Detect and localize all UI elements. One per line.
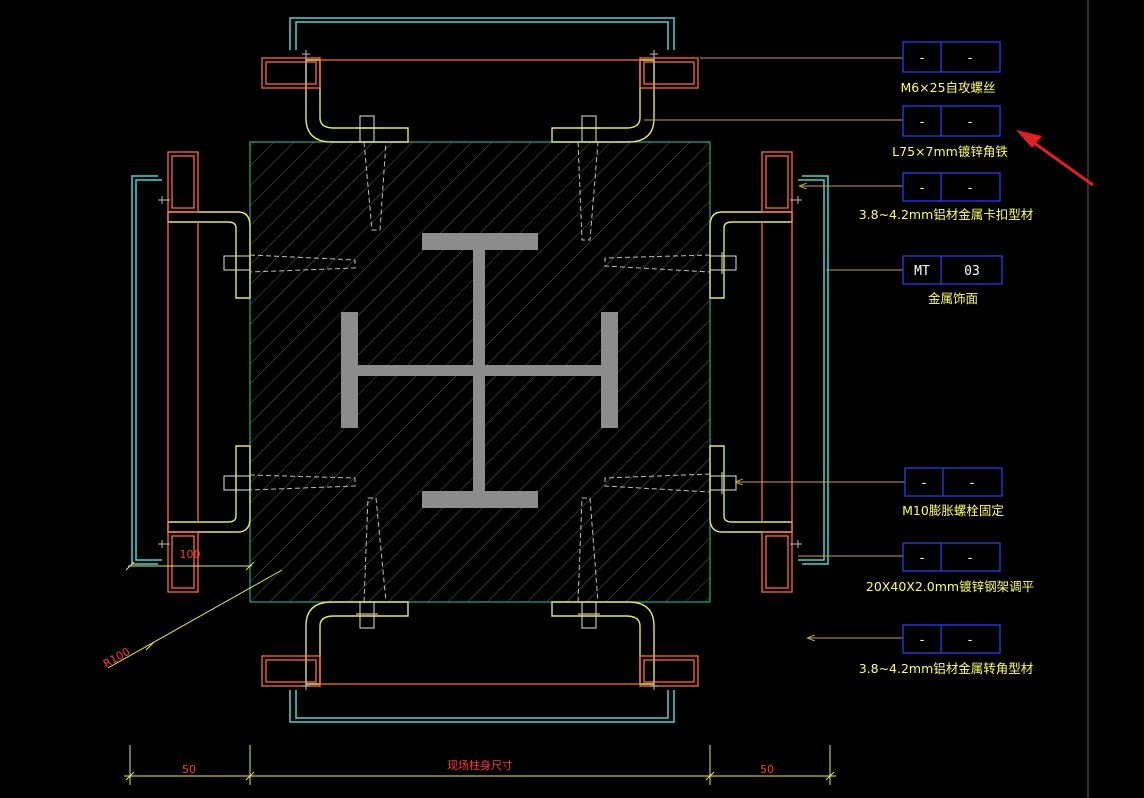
callout-3-num: - — [966, 181, 974, 196]
callout-4-num: 03 — [964, 264, 980, 279]
self-tapping-screws — [158, 50, 802, 690]
callout-2-code: - — [918, 115, 926, 130]
callout-6-label: 20X40X2.0mm镀锌钢架调平 — [866, 579, 1034, 594]
callout-7-code: - — [918, 633, 926, 648]
callout-5-code: - — [920, 476, 928, 491]
dimension-lines — [107, 561, 836, 785]
dim-right-offset: 50 — [760, 763, 774, 776]
callout-6: - - 20X40X2.0mm镀锌钢架调平 — [866, 542, 1034, 594]
callout-7-label: 3.8~4.2mm铝材金属转角型材 — [859, 661, 1034, 676]
callout-2: - - L75×7mm镀锌角铁 — [892, 105, 1008, 159]
callout-4-label: 金属饰面 — [928, 291, 978, 306]
h-steel-section — [341, 233, 618, 508]
callout-3-code: - — [918, 181, 926, 196]
callout-1-code: - — [918, 51, 926, 66]
angle-steel — [167, 59, 793, 685]
callout-1: - - M6×25自攻螺丝 — [900, 41, 1001, 95]
dim-column-size: 现场柱身尺寸 — [447, 758, 513, 772]
callout-6-num: - — [966, 551, 974, 566]
callout-7: - - 3.8~4.2mm铝材金属转角型材 — [859, 624, 1034, 676]
callout-3: - - 3.8~4.2mm铝材金属卡扣型材 — [859, 172, 1034, 222]
dim-radius: R100 — [101, 645, 132, 671]
callout-1-label: M6×25自攻螺丝 — [900, 80, 995, 95]
callout-5: - - M10膨胀螺栓固定 — [902, 467, 1004, 518]
leader-lines — [644, 57, 905, 638]
dim-left-offset: 50 — [182, 763, 196, 776]
red-arrow-icon — [1016, 130, 1094, 187]
callout-2-num: - — [966, 115, 974, 130]
callout-4: MT 03 金属饰面 — [902, 255, 1003, 306]
callout-1-num: - — [966, 51, 974, 66]
anchor-bolts — [249, 141, 711, 603]
callout-3-label: 3.8~4.2mm铝材金属卡扣型材 — [859, 207, 1034, 222]
dim-corner-small: 100 — [180, 548, 201, 561]
steel-keel-frame — [167, 57, 793, 687]
callout-7-num: - — [966, 633, 974, 648]
metal-face-panels — [131, 17, 829, 723]
callout-5-num: - — [968, 476, 976, 491]
callout-4-code: MT — [914, 264, 930, 279]
callout-5-label: M10膨胀螺栓固定 — [902, 503, 1004, 518]
callout-6-code: - — [918, 551, 926, 566]
callout-2-label: L75×7mm镀锌角铁 — [892, 144, 1008, 159]
